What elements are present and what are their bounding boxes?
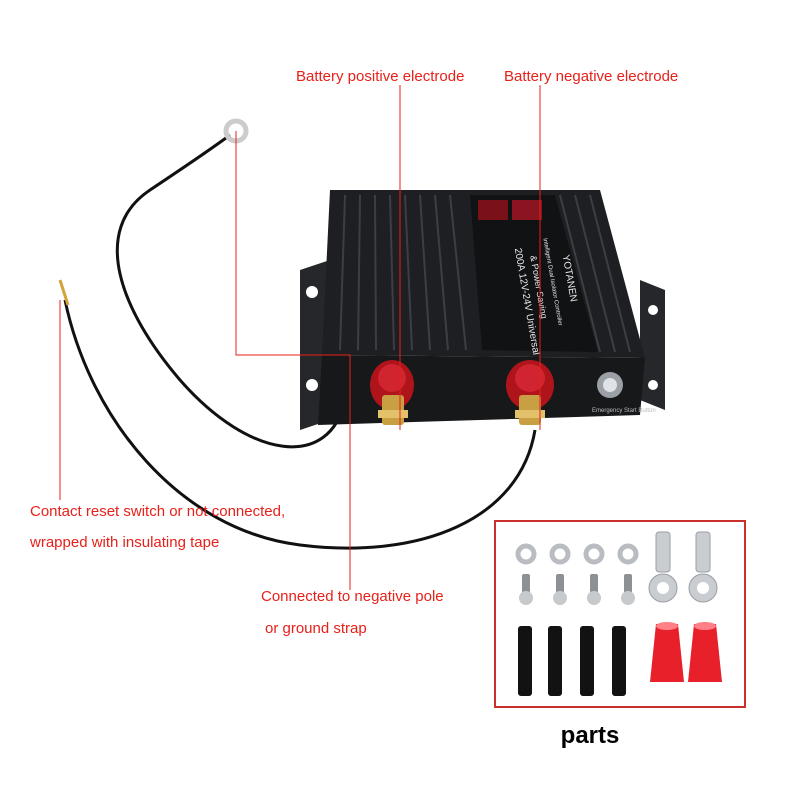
label-reset-line2: wrapped with insulating tape — [30, 534, 220, 551]
button-label: Emergency Start Button — [592, 408, 656, 414]
negative-terminal — [506, 360, 554, 425]
wire-lower — [63, 299, 537, 550]
positive-terminal — [370, 360, 414, 425]
red-caps — [650, 624, 722, 682]
screws — [519, 574, 635, 605]
mounting-flange-right — [640, 280, 665, 410]
device-front — [318, 355, 645, 425]
wire-left — [115, 133, 347, 449]
label-battery-negative: Battery negative electrode — [504, 68, 679, 85]
label-reset-line1: Contact reset switch or not connected, — [30, 503, 286, 520]
label-battery-positive: Battery positive electrode — [296, 68, 465, 85]
label-ground-line1: Connected to negative pole — [261, 588, 444, 605]
emergency-start-button — [597, 372, 623, 398]
washers — [515, 543, 639, 565]
display-right — [512, 200, 542, 220]
label-panel — [470, 195, 598, 352]
heat-shrink-tubes — [518, 626, 626, 696]
display-left — [478, 200, 508, 220]
parts-title: parts — [560, 722, 620, 749]
label-ground-line2: or ground strap — [265, 620, 367, 637]
parts-box — [494, 520, 746, 708]
